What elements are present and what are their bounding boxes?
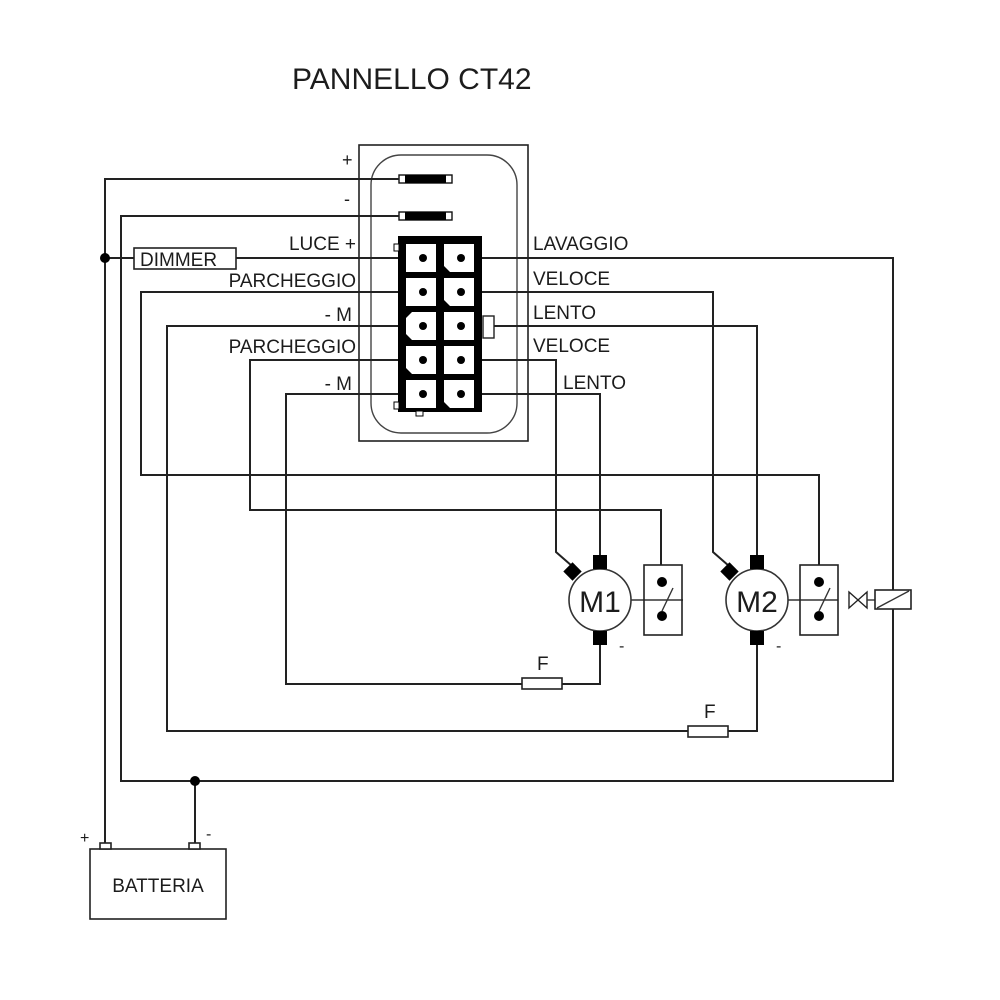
fuse-1-label: F (537, 654, 549, 675)
junction-dot-ground (190, 776, 200, 786)
fuse-2-label: F (704, 702, 716, 723)
pin-label-parcheggio-1: PARCHEGGIO (229, 271, 356, 292)
solenoid-coil-icon (874, 589, 912, 610)
terminal-plus-label: + (342, 150, 353, 170)
pin-label-lavaggio: LAVAGGIO (533, 234, 628, 255)
pin-label-veloce-2: VELOCE (533, 336, 610, 357)
motor-m1-label: M1 (579, 586, 621, 619)
pin-label-minus-m-1: - M (325, 305, 352, 326)
dimmer-box (133, 247, 237, 270)
washer-valve-icon (848, 590, 875, 610)
battery: BATTERIA + - (80, 826, 227, 920)
pin-label-veloce-1: VELOCE (533, 269, 610, 290)
motor-m1: M1 - (563, 555, 632, 655)
pin-label-parcheggio-2: PARCHEGGIO (229, 337, 356, 358)
wires (104, 178, 894, 843)
motor-m2-minus: - (776, 638, 781, 655)
junction-dot-dimmer (100, 253, 110, 263)
panel-inner-outline (370, 154, 518, 434)
terminal-minus-label: - (344, 189, 350, 209)
battery-label: BATTERIA (112, 876, 204, 897)
dimmer-label: DIMMER (140, 250, 217, 271)
connector-block (393, 236, 495, 417)
switch-2 (788, 564, 839, 636)
motor-m1-minus: - (619, 638, 624, 655)
terminal-minus (398, 211, 453, 221)
pin-label-lento-1: LENTO (533, 303, 596, 324)
pin-label-minus-m-2: - M (325, 374, 352, 395)
battery-plus-label: + (80, 830, 89, 847)
fuse-2: F (687, 702, 729, 738)
pin-label-luce: LUCE + (289, 234, 356, 255)
switch-1 (631, 564, 683, 636)
diagram-title: PANNELLO CT42 (292, 63, 532, 96)
terminal-plus (398, 174, 453, 184)
fuse-1: F (521, 654, 563, 690)
battery-minus-label: - (206, 826, 211, 843)
motor-m2-label: M2 (736, 586, 778, 619)
pin-label-lento-2: LENTO (563, 373, 626, 394)
motor-m2: M2 - (720, 555, 789, 655)
